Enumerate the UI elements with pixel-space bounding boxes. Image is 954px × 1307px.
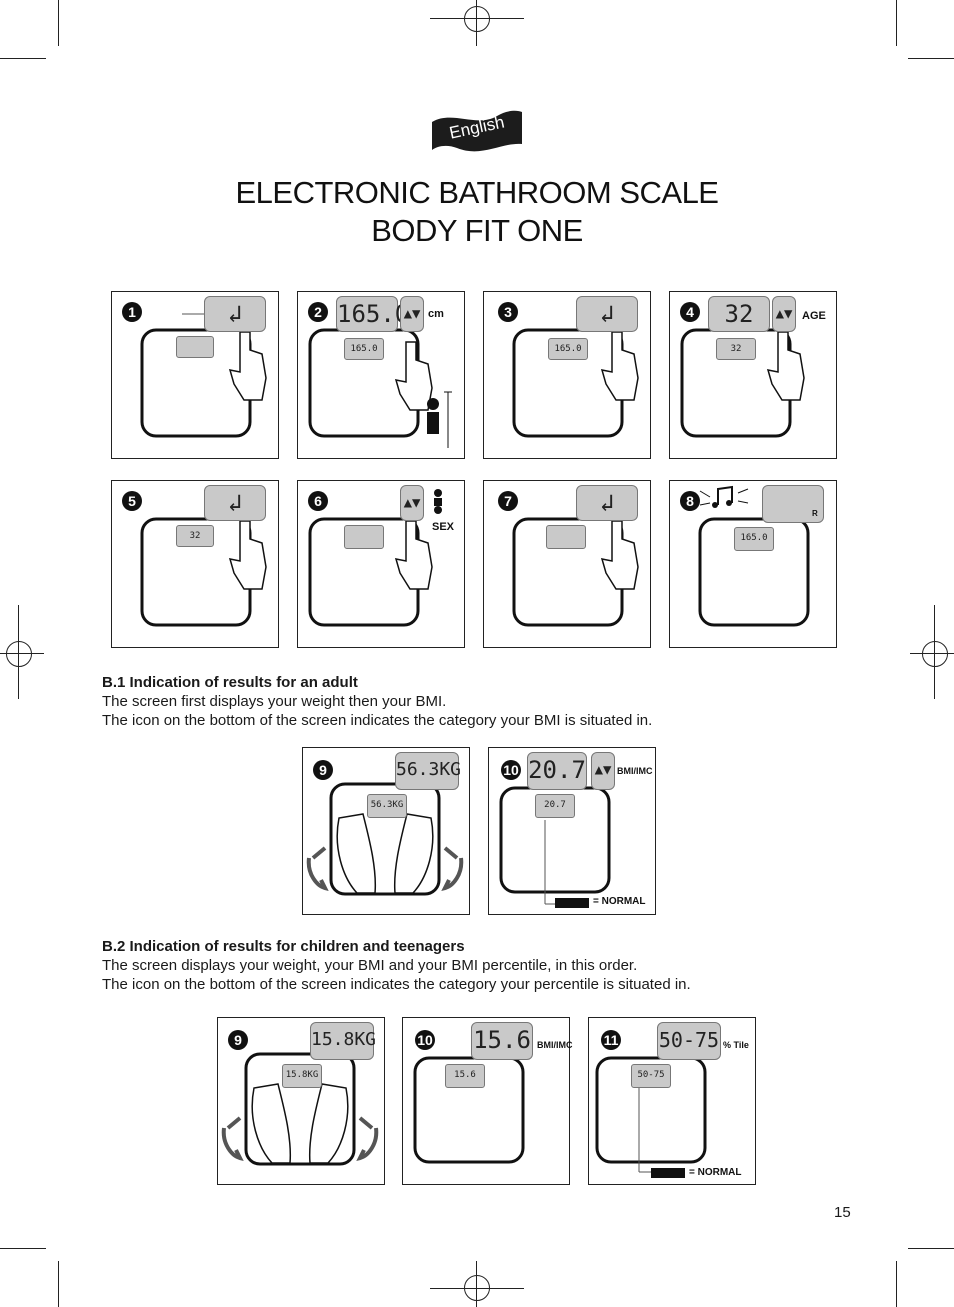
main-display bbox=[762, 485, 824, 523]
step-panel-1: 1 ↲ bbox=[111, 291, 279, 459]
step-number: 11 bbox=[601, 1030, 621, 1050]
result-panel-weight: 9 56.3KG 56.3KG bbox=[302, 747, 470, 915]
section-b2-line: The icon on the bottom of the screen ind… bbox=[102, 976, 691, 993]
section-b2-line: The screen displays your weight, your BM… bbox=[102, 957, 638, 974]
section-b2-heading: B.2 Indication of results for children a… bbox=[102, 938, 465, 955]
up-down-button: ▲▼ bbox=[772, 296, 796, 332]
step-number: 4 bbox=[680, 302, 700, 322]
crop-mark bbox=[58, 0, 59, 46]
step-number: 7 bbox=[498, 491, 518, 511]
crop-mark bbox=[896, 1261, 897, 1307]
age-label: AGE bbox=[802, 310, 826, 322]
step-number: 10 bbox=[415, 1030, 435, 1050]
step-panel-4: 4 32 ▲▼ AGE 32 bbox=[669, 291, 837, 459]
crop-mark bbox=[58, 1261, 59, 1307]
normal-legend: = NORMAL bbox=[689, 1167, 742, 1178]
percentile-label: % Tile bbox=[723, 1040, 749, 1050]
scale-illustration bbox=[698, 485, 810, 627]
small-display: 32 bbox=[716, 338, 756, 360]
document-title-line1: ELECTRONIC BATHROOM SCALE bbox=[235, 175, 719, 210]
language-badge: English bbox=[432, 108, 522, 158]
step-panel-2: 2 165.0 ▲▼ cm 165.0 bbox=[297, 291, 465, 459]
registration-mark bbox=[922, 641, 948, 667]
enter-button: ↲ bbox=[204, 296, 266, 332]
small-display: 165.0 bbox=[548, 338, 588, 360]
scale-illustration bbox=[308, 328, 452, 448]
section-b1-line: The icon on the bottom of the screen ind… bbox=[102, 712, 653, 729]
normal-legend: = NORMAL bbox=[593, 896, 646, 907]
section-b1-line: The screen first displays your weight th… bbox=[102, 693, 447, 710]
main-display: 50-75 bbox=[657, 1022, 721, 1060]
small-display: 50-75 bbox=[631, 1064, 671, 1088]
child-result-panel-weight: 9 15.8KG 15.8KG bbox=[217, 1017, 385, 1185]
small-display: 165.0 bbox=[344, 338, 384, 360]
step-number: 1 bbox=[122, 302, 142, 322]
step-panel-8: 8 R 165.0 bbox=[669, 480, 837, 648]
scale-illustration bbox=[512, 328, 639, 438]
small-display bbox=[176, 336, 214, 358]
feet-on-scale-illustration bbox=[306, 782, 464, 896]
registration-mark bbox=[6, 641, 32, 667]
scale-illustration bbox=[595, 1056, 707, 1178]
registration-mark bbox=[464, 1275, 490, 1301]
step-panel-6: 6 ▲▼ SEX bbox=[297, 480, 465, 648]
step-number: 3 bbox=[498, 302, 518, 322]
main-display: 20.7 bbox=[527, 752, 587, 790]
registration-mark bbox=[464, 6, 490, 32]
small-display: 15.8KG bbox=[282, 1064, 322, 1088]
crop-mark bbox=[908, 1248, 954, 1249]
enter-button: ↲ bbox=[576, 485, 638, 521]
enter-button: ↲ bbox=[576, 296, 638, 332]
main-display: 15.8KG bbox=[310, 1022, 376, 1060]
small-display bbox=[344, 525, 384, 549]
section-b1-heading: B.1 Indication of results for an adult bbox=[102, 674, 358, 691]
scale-illustration bbox=[140, 313, 267, 438]
display-indicator: R bbox=[812, 509, 818, 518]
unit-label: cm bbox=[428, 308, 444, 320]
page-number: 15 bbox=[834, 1204, 851, 1221]
main-display: 165.0 bbox=[336, 296, 409, 332]
step-number: 5 bbox=[122, 491, 142, 511]
sex-label: SEX bbox=[432, 521, 455, 533]
child-result-panel-bmi: 10 15.6 BMI/IMC 15.6 bbox=[402, 1017, 573, 1185]
scale-illustration bbox=[413, 1056, 525, 1164]
step-number: 9 bbox=[313, 760, 333, 780]
step-panel-7: 7 ↲ bbox=[483, 480, 651, 648]
small-display: 15.6 bbox=[445, 1064, 485, 1088]
feet-on-scale-illustration bbox=[221, 1052, 379, 1166]
up-down-button: ▲▼ bbox=[400, 485, 424, 521]
main-display: 32 bbox=[708, 296, 770, 332]
small-display bbox=[546, 525, 586, 549]
main-display: 56.3KG bbox=[395, 752, 461, 790]
crop-mark bbox=[0, 58, 46, 59]
small-display: 32 bbox=[176, 525, 214, 547]
crop-mark bbox=[908, 58, 954, 59]
bmi-label: BMI/IMC bbox=[537, 1040, 573, 1050]
crop-mark bbox=[0, 1248, 46, 1249]
enter-button: ↲ bbox=[204, 485, 266, 521]
child-result-panel-percentile: 11 50-75 % Tile 50-75 = NORMAL bbox=[588, 1017, 756, 1185]
small-display: 56.3KG bbox=[367, 794, 407, 818]
result-panel-bmi: 10 20.7 ▲▼ BMI/IMC 20.7 = NORMAL bbox=[488, 747, 656, 915]
step-panel-3: 3 ↲ 165.0 bbox=[483, 291, 651, 459]
main-display: 15.6 bbox=[471, 1022, 533, 1060]
crop-mark bbox=[896, 0, 897, 46]
step-number: 6 bbox=[308, 491, 328, 511]
step-number: 8 bbox=[680, 491, 700, 511]
document-title-line2: BODY FIT ONE bbox=[371, 213, 583, 248]
small-display: 20.7 bbox=[535, 794, 575, 818]
scale-illustration bbox=[308, 489, 442, 627]
scale-illustration bbox=[140, 517, 267, 627]
up-down-button: ▲▼ bbox=[400, 296, 424, 332]
bmi-label: BMI/IMC bbox=[617, 766, 653, 776]
small-display: 165.0 bbox=[734, 527, 774, 551]
scale-illustration bbox=[512, 517, 639, 627]
up-down-button: ▲▼ bbox=[591, 752, 615, 790]
step-number: 2 bbox=[308, 302, 328, 322]
step-number: 9 bbox=[228, 1030, 248, 1050]
step-panel-5: 5 ↲ 32 bbox=[111, 480, 279, 648]
step-number: 10 bbox=[501, 760, 521, 780]
